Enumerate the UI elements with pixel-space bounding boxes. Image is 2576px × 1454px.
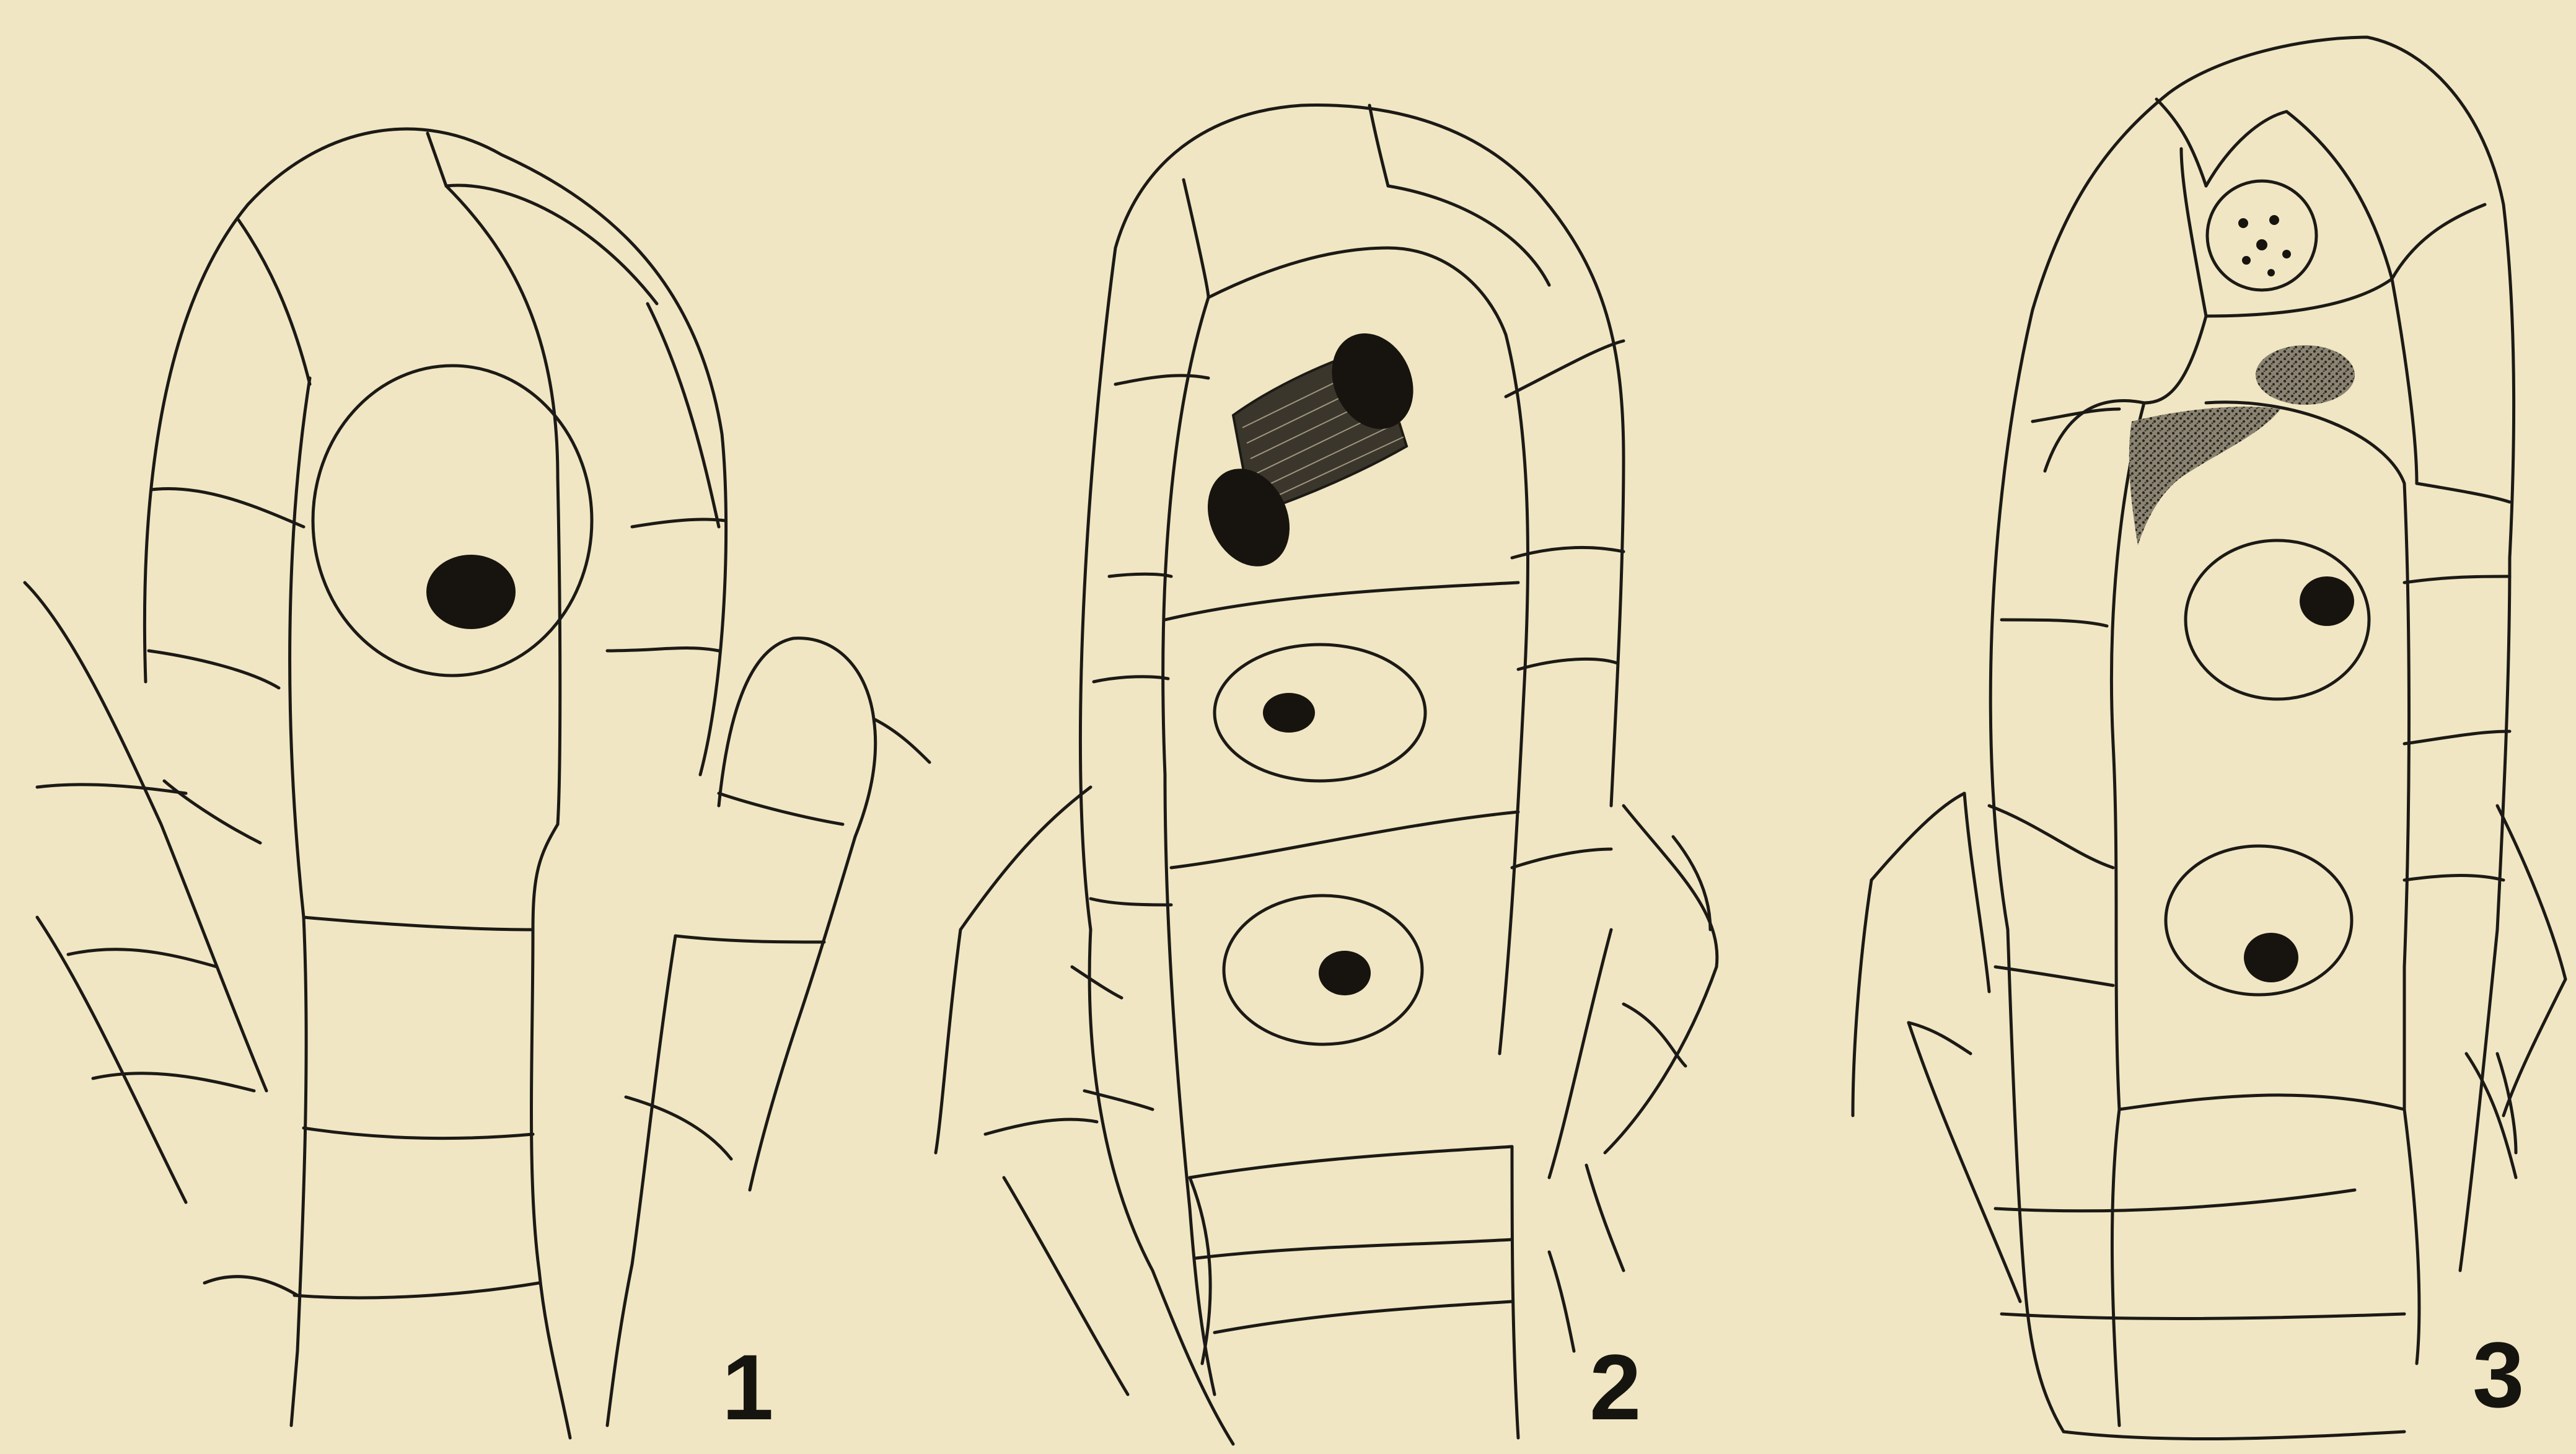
panel-1-label: 1 bbox=[722, 1335, 773, 1439]
panel-3-label: 3 bbox=[2473, 1323, 2524, 1427]
panel-1-nucleolus bbox=[426, 555, 516, 629]
panel-2-label: 2 bbox=[1589, 1335, 1641, 1439]
panel-2: 2 bbox=[936, 105, 1717, 1444]
panel-3-nucleolus-lower bbox=[2244, 933, 2298, 982]
panel-3-apical-granules bbox=[2238, 215, 2291, 276]
panel-2-nucleolus-lower bbox=[1319, 951, 1371, 995]
panel-3-nucleolus-upper bbox=[2300, 576, 2354, 626]
panel-3: 3 bbox=[1853, 37, 2565, 1439]
panel-3-apical-nucleus bbox=[2207, 181, 2316, 290]
panel-1-cell-walls bbox=[25, 129, 930, 1438]
panel-2-nucleus-middle bbox=[1215, 645, 1425, 781]
panel-3-stippled-body-upper bbox=[2256, 345, 2355, 405]
panel-2-spindle bbox=[1192, 320, 1428, 579]
panel-2-nucleolus-middle bbox=[1263, 693, 1315, 733]
panel-3-stippled-body-lower bbox=[2129, 407, 2280, 545]
panel-2-cell-walls bbox=[936, 105, 1717, 1444]
panel-1: 1 bbox=[25, 129, 930, 1439]
panel-1-nucleus bbox=[313, 366, 592, 676]
